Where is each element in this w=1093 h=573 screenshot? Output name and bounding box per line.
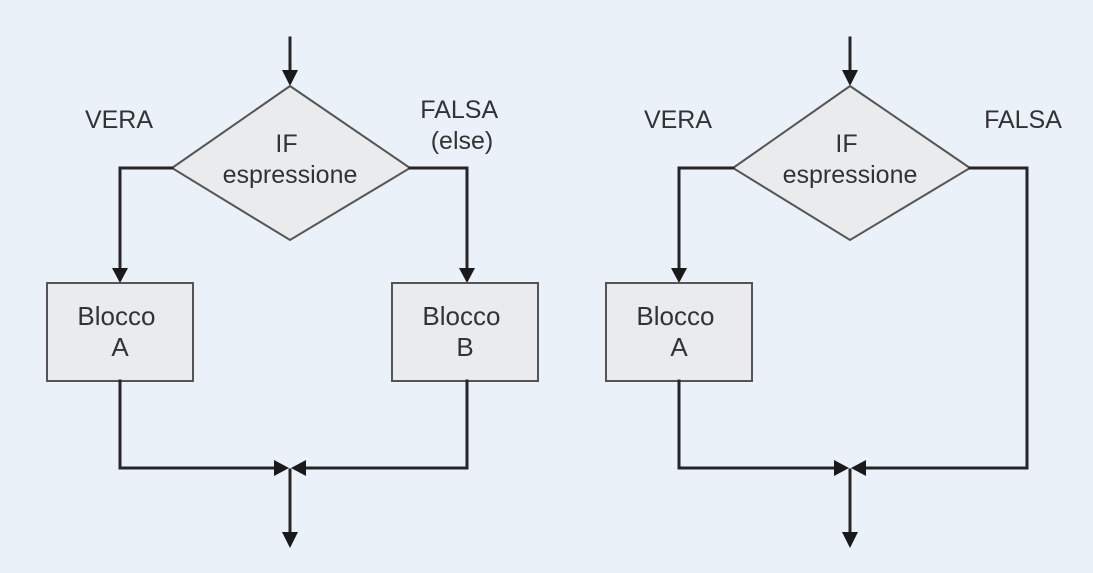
decision-label-line2: espressione [783,161,918,189]
false-label: FALSA (else) [420,96,503,155]
decision-label-line1: IF [835,130,857,158]
merge-right-arrowhead [851,460,866,476]
decision-label-line2: espressione [223,161,358,189]
entry-arrowhead [282,70,298,86]
block-a-label-line1: Blocco [77,301,155,331]
true-branch-connector [118,166,174,272]
block-a-label: Blocco A [77,301,162,362]
true-label: VERA [85,106,153,134]
true-branch-connector [677,166,735,272]
false-label-line2: (else) [431,127,494,155]
flowchart-if-else: IF espressione VERA FALSA (else) Blocco … [46,36,539,548]
merge-left-arrowhead [274,460,289,476]
block-b-label-line2: B [456,332,473,362]
true-label: VERA [644,106,712,134]
block-b-label-line1: Blocco [422,301,500,331]
decision-label: IF espressione [223,130,358,189]
false-label: FALSA [984,106,1062,134]
block-b [391,282,539,382]
false-branch-arrowhead [459,268,475,283]
block-a-label-line1: Blocco [636,301,714,331]
merge-right-arrowhead [291,460,306,476]
decision-label-line1: IF [275,130,297,158]
block-b-label: Blocco B [422,301,507,362]
block-a-label-line2: A [670,332,688,362]
false-bypass-connector [863,166,1029,470]
decision-diamond [731,84,972,242]
exit-arrowhead [282,532,298,548]
decision-diamond [170,84,412,242]
merge-right-connector [303,379,469,470]
entry-arrowhead [842,70,858,86]
decision-label: IF espressione [783,130,918,189]
block-a [46,282,194,382]
block-a [605,282,753,382]
merge-left-arrowhead [834,460,849,476]
block-a-label: Blocco A [636,301,721,362]
flowchart-if-only: IF espressione VERA FALSA Blocco A [605,36,1062,548]
true-branch-arrowhead [112,268,128,283]
exit-arrowhead [842,532,858,548]
block-a-label-line2: A [111,332,129,362]
false-branch-connector [408,166,469,272]
false-label-line1: FALSA [420,96,498,124]
merge-left-connector [118,379,277,470]
true-branch-arrowhead [671,268,687,283]
merge-left-connector [677,379,837,470]
